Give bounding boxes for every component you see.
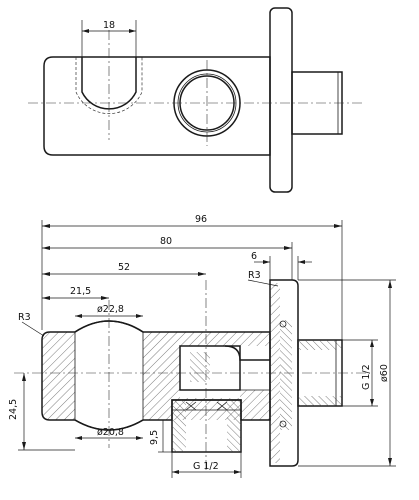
top-groove-slot [81, 57, 137, 110]
dim-socket-offset: 9,5 [149, 430, 160, 445]
dim-flange-radius: R3 [248, 270, 261, 281]
dim-body-length: 80 [160, 236, 172, 247]
top-body-outline [43, 56, 271, 156]
top-flange-plate [269, 7, 293, 193]
dim-groove-bottom-diameter: ø20,8 [97, 427, 124, 438]
dim-body-radius: R3 [18, 312, 31, 323]
dim-flange-thickness: 6 [251, 251, 257, 262]
section-view: 96 80 6 52 21,5 R3 R3 ø22 [8, 214, 396, 478]
dim-hole-position: 52 [118, 262, 130, 273]
dim-outlet-thread: G 1/2 [361, 364, 372, 390]
dim-center-height: 24,5 [8, 399, 19, 420]
dim-overall-length: 96 [195, 214, 207, 225]
dim-groove-top-diameter: ø22,8 [97, 304, 124, 315]
section-flange [269, 279, 299, 467]
top-view: 18 [28, 7, 362, 193]
dim-top-width: 18 [103, 20, 115, 31]
dim-groove-position: 21,5 [70, 286, 91, 297]
dim-flange-diameter: ø60 [379, 364, 390, 382]
dim-inlet-thread: G 1/2 [193, 461, 219, 472]
